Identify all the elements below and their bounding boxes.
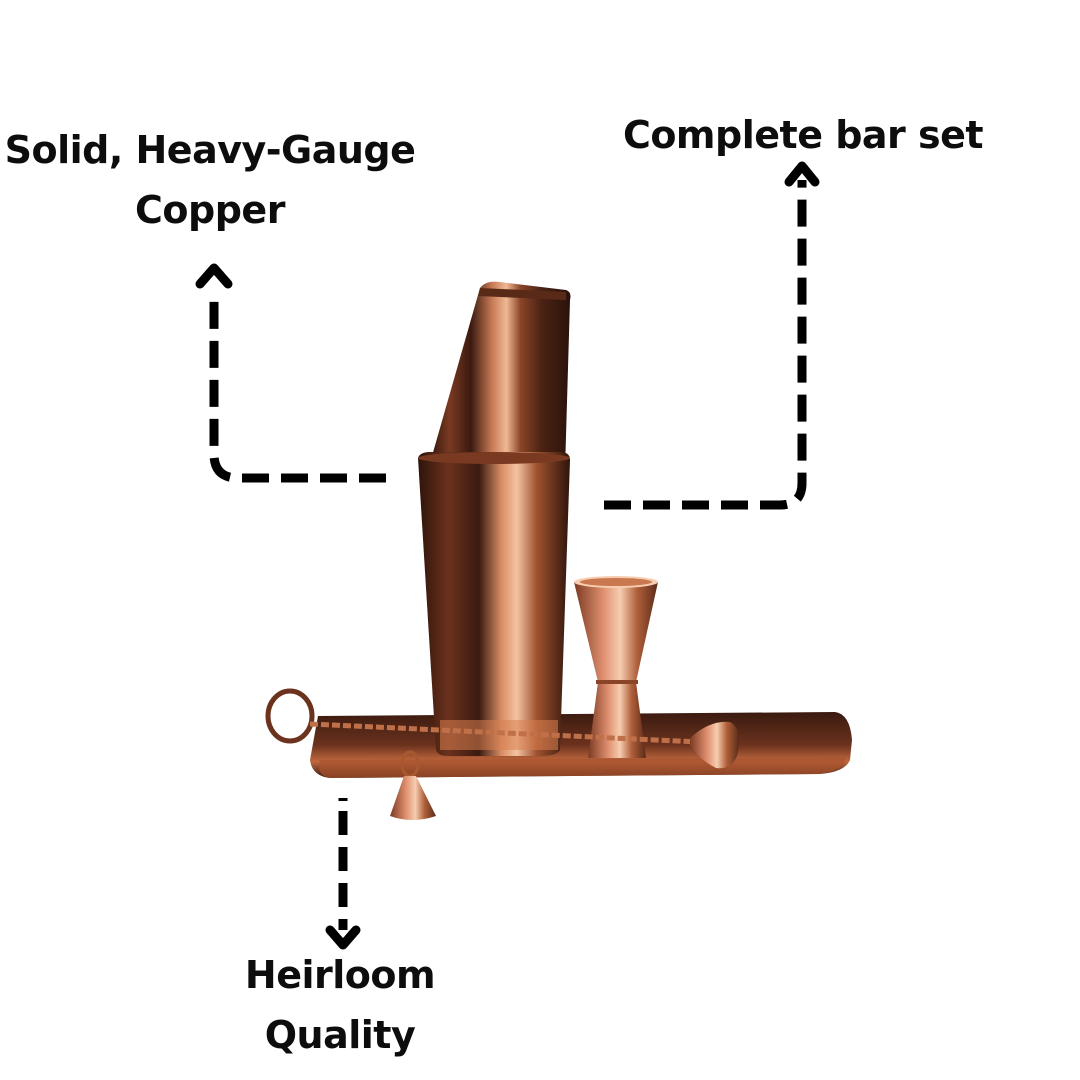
callout-label-copper: Solid, Heavy-Gauge Copper bbox=[0, 120, 420, 240]
bar-spoon bbox=[265, 688, 739, 769]
arrow-copper bbox=[195, 263, 386, 483]
arrow-barset bbox=[604, 161, 820, 510]
callout-label-barset: Complete bar set bbox=[618, 105, 988, 165]
arrow-heirloom bbox=[325, 798, 361, 950]
callout-barset-line-1: Complete bar set bbox=[622, 113, 984, 157]
callout-heirloom-line-2: Quality bbox=[264, 1013, 416, 1057]
small-bell-jigger bbox=[390, 750, 436, 820]
callout-heirloom-line-1: Heirloom bbox=[244, 953, 436, 997]
callout-copper-line-2: Copper bbox=[135, 188, 285, 232]
shaker-tin-top bbox=[428, 281, 571, 470]
callout-copper-line-1: Solid, Heavy-Gauge bbox=[4, 128, 416, 172]
callout-label-heirloom: Heirloom Quality bbox=[225, 945, 455, 1065]
